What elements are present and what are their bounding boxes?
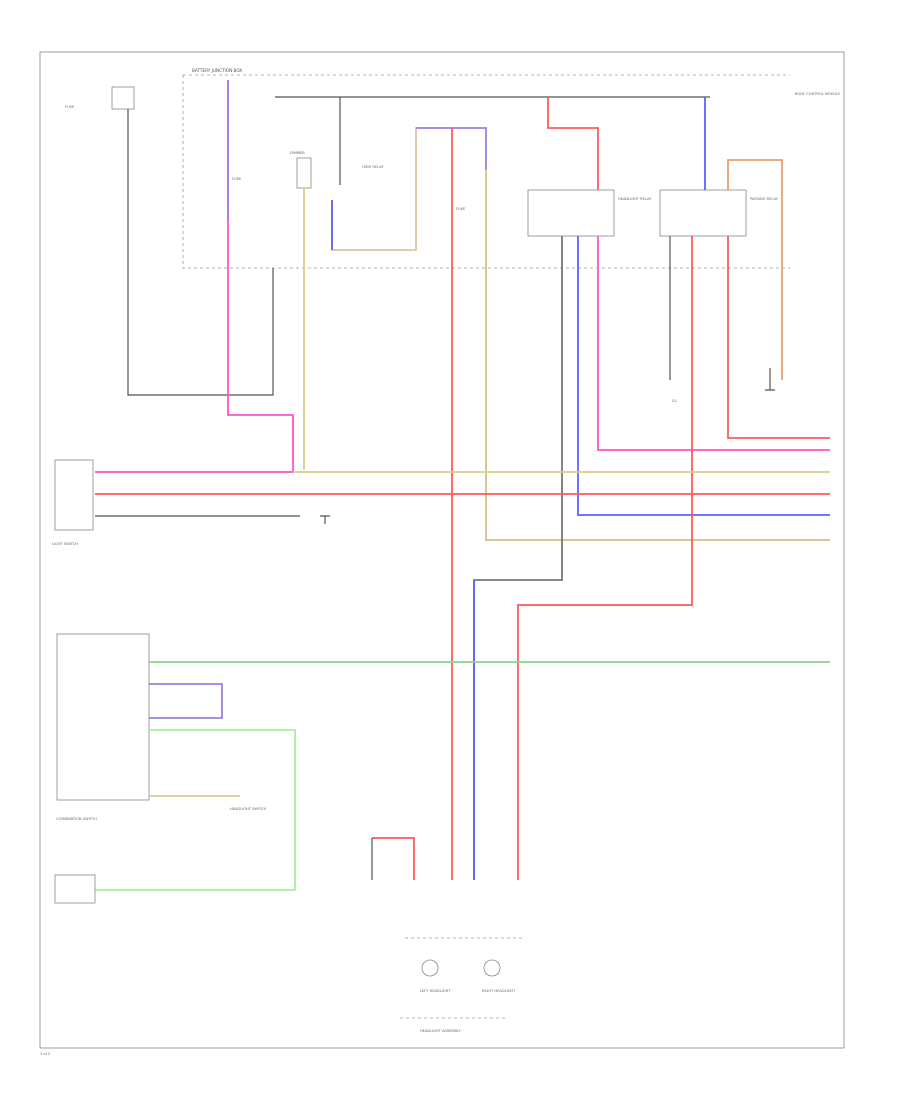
wire-orange-1: [727, 159, 783, 380]
headlight-switch-label: HEADLIGHT SWITCH: [230, 807, 266, 811]
headlight-relay-label: HEADLIGHT RELAY: [618, 197, 652, 201]
dimmer-component: [296, 157, 312, 189]
fuse-block-left: [111, 86, 135, 110]
diagram-frame: [39, 51, 845, 1049]
ground-symbol-right: [765, 368, 775, 391]
sensor-box: [54, 874, 96, 904]
wire-red-3: [727, 236, 830, 439]
high-relay-label: HIGH RELAY: [362, 165, 384, 169]
passing-relay-label: PASSING RELAY: [750, 197, 779, 201]
fuse-label-top: FUSE: [232, 177, 242, 181]
wire-red-2: [517, 236, 693, 880]
right-headlight-label: RIGHT HEADLIGHT: [482, 989, 516, 993]
headlight-relay-box: [527, 189, 615, 237]
light-switch-box: [54, 459, 94, 531]
passing-relay-box: [659, 189, 747, 237]
junction-box-outline: [182, 75, 790, 269]
combination-switch-box: [56, 633, 150, 801]
left-headlight-label: LEFT HEADLIGHT: [420, 989, 451, 993]
left-headlight-lamp: [421, 959, 439, 977]
ground-wire-black: [127, 109, 274, 396]
body-control-label: BODY CONTROL MODULE: [795, 92, 841, 96]
wire-pink-1: [227, 80, 294, 472]
wire-yellow-2: [485, 170, 830, 541]
right-headlight-lamp: [483, 959, 501, 977]
wire-pink-2: [597, 236, 830, 451]
dimmer-label: DIMMER: [290, 151, 305, 155]
wire-blue-2: [577, 236, 830, 516]
fuse-label-left: FUSE: [65, 105, 75, 109]
ground-label-relay: G1: [672, 399, 677, 403]
ground-symbol-harness: [320, 515, 330, 524]
wire-lightgreen-1: [95, 729, 296, 891]
combination-switch-label: COMBINATION SWITCH: [56, 817, 97, 821]
headlight-unit-label: HEADLIGHT ASSEMBLY: [420, 1029, 461, 1033]
wire-violet-1: [416, 127, 830, 541]
wire-red-4: [372, 837, 415, 880]
wire-tan-1: [331, 127, 452, 251]
footer-code: 1 of 2: [40, 1052, 50, 1056]
wire-violet-loop: [149, 683, 223, 719]
fuse-label-center: FUSE: [456, 207, 466, 211]
wire-red-relay: [547, 97, 599, 190]
battery-junction-label: BATTERY JUNCTION BOX: [192, 68, 242, 73]
light-switch-label: LIGHT SWITCH: [52, 542, 78, 546]
